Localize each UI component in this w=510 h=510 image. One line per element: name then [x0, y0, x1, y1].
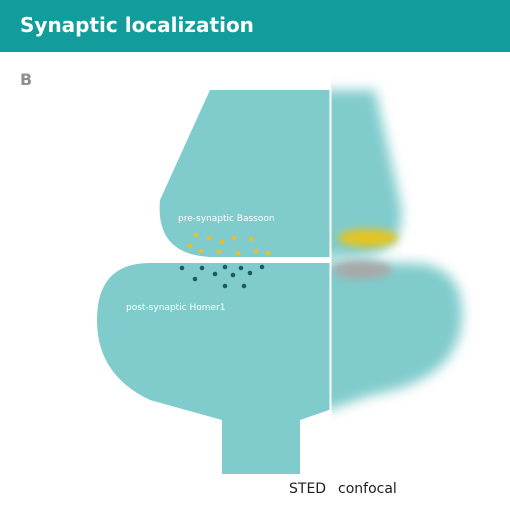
presynaptic-terminal: [159, 90, 330, 257]
postsynaptic-spine: [97, 263, 330, 474]
panel-label: B: [20, 70, 33, 89]
sted-caption: STED: [289, 481, 327, 497]
confocal-half: [331, 90, 463, 410]
header-bar: Synaptic localization: [0, 0, 510, 52]
presynaptic-label: pre-synaptic Bassoon: [178, 214, 275, 224]
sted-half: [97, 90, 330, 474]
postsynaptic-label: post-synaptic Homer1: [126, 303, 225, 313]
bassoon-dots: [187, 232, 271, 256]
confocal-bassoon-spot: [338, 229, 398, 247]
right-arrow-icon: [336, 447, 346, 461]
confocal-caption: confocal: [338, 481, 397, 497]
page-title: Synaptic localization: [20, 13, 254, 37]
homer1-dots: [179, 264, 265, 289]
confocal-homer-spot: [332, 261, 392, 279]
left-arrow-icon: [315, 447, 325, 461]
